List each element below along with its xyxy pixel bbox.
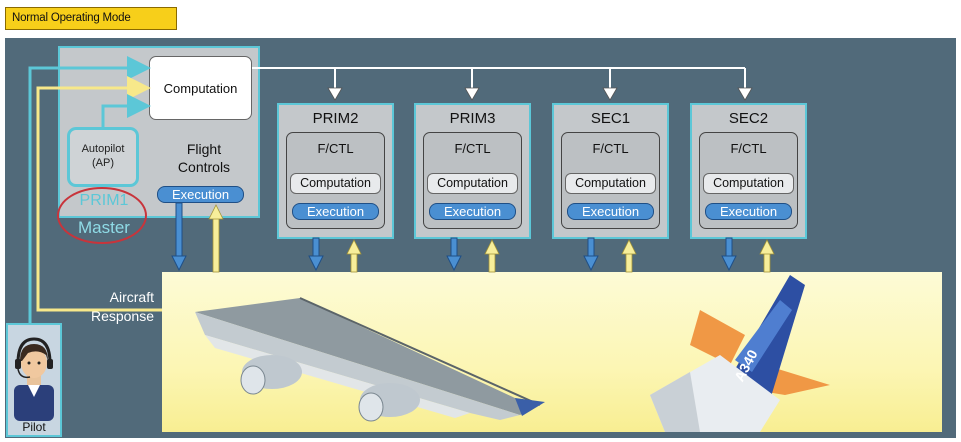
prim1-execution-pill: Execution <box>157 186 244 203</box>
fctl-label: F/CTL <box>454 141 491 156</box>
execution-pill: Execution <box>429 203 516 220</box>
computation-box: Computation <box>703 173 794 194</box>
fctl-label: F/CTL <box>592 141 629 156</box>
execution-pill: Execution <box>292 203 379 220</box>
computer-name: PRIM3 <box>449 110 496 127</box>
computer-prim2: PRIM2 F/CTL Computation Execution <box>277 103 394 239</box>
aircraft-response-arrow <box>36 76 162 312</box>
computer-inner: F/CTL Computation Execution <box>699 132 798 229</box>
computer-prim3: PRIM3 F/CTL Computation Execution <box>414 103 531 239</box>
computation-box: Computation <box>565 173 656 194</box>
autopilot-arrow <box>101 94 151 127</box>
pilot-icon <box>14 337 54 421</box>
computer-inner: F/CTL Computation Execution <box>286 132 385 229</box>
execution-pill: Execution <box>567 203 654 220</box>
computer-inner: F/CTL Computation Execution <box>561 132 660 229</box>
execution-pill: Execution <box>705 203 792 220</box>
computer-sec1: SEC1 F/CTL Computation Execution <box>552 103 669 239</box>
master-distribution-bus <box>252 67 753 101</box>
master-highlight-ring <box>57 187 147 244</box>
execution-command-arrows <box>171 202 737 272</box>
autopilot-box: Autopilot (AP) <box>67 127 139 187</box>
computation-box: Computation <box>427 173 518 194</box>
pilot-box: Pilot <box>6 323 62 437</box>
mode-badge: Normal Operating Mode <box>5 7 177 30</box>
tail-illustration <box>650 275 830 432</box>
aircraft-response-label: Aircraft Response <box>90 289 154 324</box>
pilot-order-arrow <box>28 56 151 323</box>
computation-box: Computation <box>290 173 381 194</box>
prim1-computation-box: Computation <box>149 56 252 120</box>
pilot-label: Pilot <box>22 420 46 434</box>
fctl-label: F/CTL <box>730 141 767 156</box>
surface-feedback-arrows <box>208 204 775 273</box>
fctl-label: F/CTL <box>317 141 354 156</box>
computer-name: SEC2 <box>728 110 769 127</box>
computer-inner: F/CTL Computation Execution <box>423 132 522 229</box>
flight-controls-label: Flight Controls <box>177 141 231 175</box>
computer-sec2: SEC2 F/CTL Computation Execution <box>690 103 807 239</box>
engine-illustration <box>240 355 420 422</box>
computer-name: SEC1 <box>590 110 631 127</box>
computer-name: PRIM2 <box>312 110 359 127</box>
